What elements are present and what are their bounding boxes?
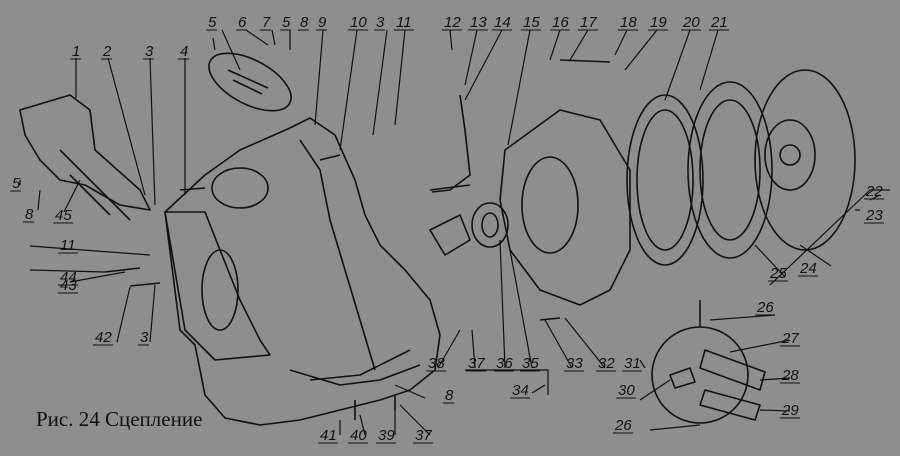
part-label-35: 35 — [522, 355, 539, 372]
housing-window-side — [201, 249, 239, 331]
detail-nipple-28 — [699, 349, 766, 391]
part-label-5: 5 — [12, 175, 21, 192]
part-label-27: 27 — [781, 330, 799, 347]
part-label-3: 3 — [140, 329, 149, 346]
detail-nipple-29 — [699, 389, 761, 421]
part-label-37: 37 — [415, 427, 432, 444]
part-label-26: 26 — [756, 299, 774, 316]
part-label-29: 29 — [781, 402, 799, 419]
friction-disc — [687, 81, 773, 259]
fork-arm — [59, 149, 131, 221]
housing-flange — [164, 211, 271, 361]
part-label-8: 8 — [25, 206, 34, 223]
housing-rim — [309, 349, 411, 381]
part-label-9: 9 — [318, 14, 327, 31]
part-label-11: 11 — [396, 14, 412, 31]
release-fork — [19, 94, 151, 211]
leader-lines — [19, 29, 881, 436]
part-label-26: 26 — [614, 417, 632, 434]
part-label-22: 22 — [865, 183, 883, 200]
part-label-24: 24 — [799, 260, 817, 277]
cover-plate — [208, 52, 292, 112]
part-label-2: 2 — [102, 43, 112, 60]
detail-circle — [651, 326, 749, 424]
part-label-44: 44 — [60, 269, 77, 286]
bracket-34 — [465, 369, 549, 395]
bearing-sleeve — [429, 214, 471, 256]
bracket-22 — [769, 189, 890, 286]
driven-disc-center — [779, 144, 801, 166]
part-label-3: 3 — [145, 43, 154, 60]
part-label-32: 32 — [598, 355, 615, 372]
driven-disc-hub — [764, 119, 816, 191]
part-label-19: 19 — [650, 14, 667, 31]
part-label-25: 25 — [769, 265, 787, 282]
driven-disc — [754, 69, 856, 251]
part-label-14: 14 — [494, 14, 511, 31]
pressure-plate-cover — [499, 109, 631, 306]
housing-window-upper — [211, 167, 269, 209]
part-label-18: 18 — [620, 14, 637, 31]
pressure-disc — [626, 94, 704, 266]
part-label-20: 20 — [682, 14, 700, 31]
part-label-5: 5 — [208, 14, 217, 31]
housing-rib — [299, 139, 376, 371]
part-label-10: 10 — [350, 14, 367, 31]
part-label-34: 34 — [512, 382, 529, 399]
cover-plate-slot — [227, 69, 269, 95]
release-bearing — [471, 202, 509, 248]
part-label-17: 17 — [580, 14, 597, 31]
part-label-4: 4 — [180, 43, 188, 60]
part-label-5: 5 — [282, 14, 291, 31]
part-label-40: 40 — [350, 427, 367, 444]
part-label-1: 1 — [72, 43, 80, 60]
lubrication-pipe — [431, 94, 471, 193]
part-label-39: 39 — [378, 427, 395, 444]
part-label-6: 6 — [238, 14, 247, 31]
part-label-30: 30 — [618, 382, 635, 399]
part-label-41: 41 — [320, 427, 337, 444]
bell-housing — [164, 117, 441, 426]
part-label-33: 33 — [566, 355, 583, 372]
detail-ring-30 — [669, 367, 696, 389]
friction-disc-inner — [699, 99, 761, 241]
part-label-31: 31 — [624, 355, 641, 372]
part-label-21: 21 — [710, 14, 728, 31]
part-label-45: 45 — [55, 207, 72, 224]
part-label-38: 38 — [428, 355, 445, 372]
part-label-8: 8 — [445, 387, 454, 404]
part-label-12: 12 — [444, 14, 461, 31]
part-label-42: 42 — [95, 329, 112, 346]
part-label-3: 3 — [376, 14, 385, 31]
part-label-43: 43 — [60, 277, 77, 294]
figure-caption: Рис. 24 Сцепление — [36, 407, 203, 431]
part-label-7: 7 — [262, 14, 271, 31]
part-label-37: 37 — [468, 355, 485, 372]
part-label-8: 8 — [300, 14, 309, 31]
part-label-28: 28 — [781, 367, 799, 384]
part-label-15: 15 — [523, 14, 540, 31]
part-label-23: 23 — [865, 207, 883, 224]
part-label-16: 16 — [552, 14, 569, 31]
diagram-linework — [19, 29, 890, 436]
housing-bottom-flange — [289, 364, 421, 386]
part-label-13: 13 — [470, 14, 487, 31]
part-label-11: 11 — [60, 237, 76, 254]
pressure-plate-opening — [521, 156, 579, 254]
release-bearing-inner — [481, 212, 499, 238]
bolts — [104, 59, 611, 420]
part-label-36: 36 — [496, 355, 513, 372]
pressure-disc-inner — [636, 109, 694, 251]
